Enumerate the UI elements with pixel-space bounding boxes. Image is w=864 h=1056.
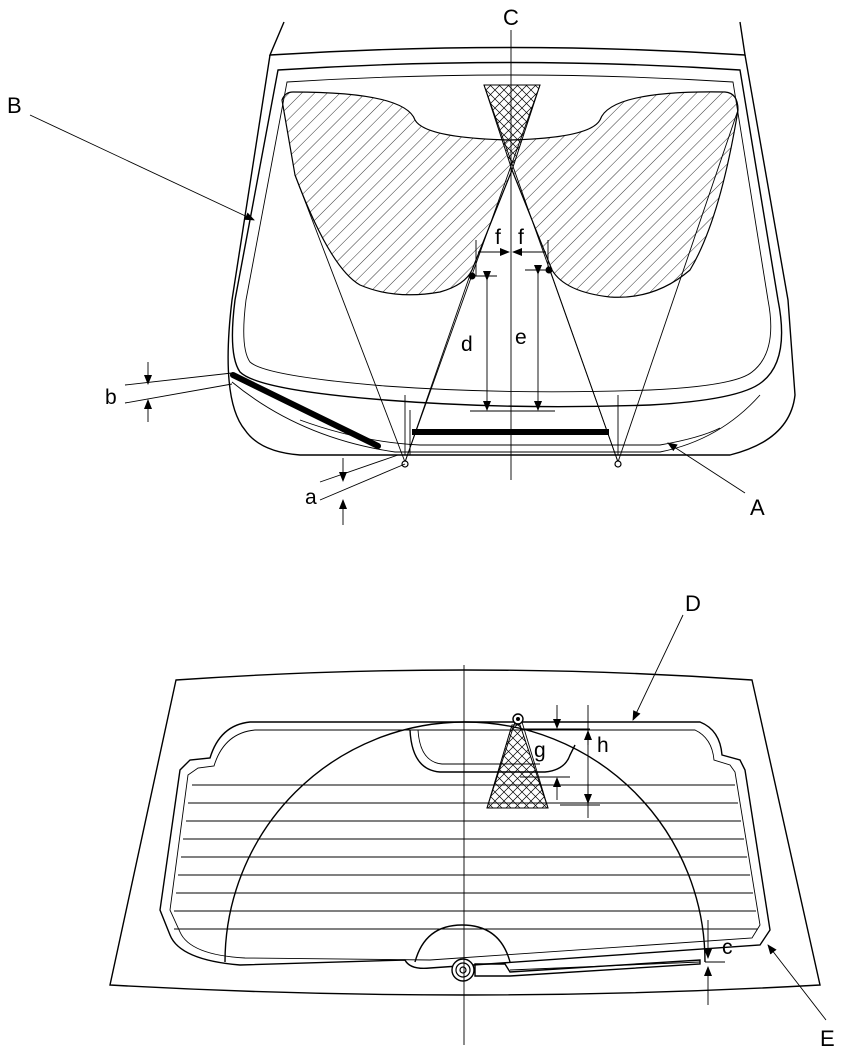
- dim-a-ext-top: [319, 454, 399, 483]
- dim-a-label: a: [305, 486, 317, 509]
- dim-d-label: d: [461, 333, 473, 356]
- rear-heater-frame-inner: [169, 729, 761, 961]
- dim-a-ext-bottom: [319, 463, 406, 501]
- rear-window-view: D E g h c: [109, 591, 835, 1051]
- front-body-outer: [227, 54, 796, 456]
- callout-e-leader: [767, 944, 827, 1021]
- dim-d-point: [468, 272, 476, 280]
- right-wiper-sweep-line-3: [483, 84, 619, 463]
- dim-f-left-label: f: [495, 226, 501, 249]
- washer-spray-left: [486, 721, 516, 809]
- rear-glass-outer: [109, 669, 821, 996]
- defroster-grid-lines: [174, 784, 758, 930]
- dim-f-right-label: f: [518, 226, 524, 249]
- dim-e-point: [545, 266, 553, 274]
- callout-b-leader: [29, 114, 255, 221]
- left-wiper-sweep-line-1: [294, 174, 406, 463]
- callout-d-label: D: [685, 591, 701, 616]
- windshield-glass-outline: [231, 61, 783, 408]
- rear-wiper-mount-bump: [414, 924, 511, 963]
- left-wiper-blade: [230, 372, 381, 449]
- dim-b-ext-bottom: [124, 383, 233, 404]
- callout-a-leader: [667, 442, 746, 494]
- right-wiper-sweep-line-1: [617, 109, 739, 463]
- rear-brake-light-inner: [417, 729, 540, 765]
- callout-e-label: E: [820, 1026, 835, 1051]
- dim-e-label: e: [515, 326, 527, 349]
- callout-a-label: A: [750, 495, 765, 520]
- rear-wiper-arm-detail: [509, 961, 701, 971]
- windshield-inner-edge: [243, 74, 772, 393]
- dim-h-label: h: [597, 734, 609, 757]
- dim-c-label: c: [722, 936, 733, 959]
- rear-heater-frame: [159, 721, 771, 970]
- callout-b-label: B: [7, 93, 22, 118]
- dim-b-label: b: [105, 386, 117, 409]
- rear-wiper-pivot-inner: [459, 966, 467, 974]
- rear-brake-light-housing: [409, 729, 576, 773]
- front-roof-outline: [268, 21, 746, 56]
- right-wiper-pivot: [614, 460, 622, 468]
- washer-spray-right: [521, 721, 549, 809]
- dim-b-ext-top: [124, 372, 233, 386]
- cowl-inner-line: [299, 419, 721, 446]
- rear-washer-nozzle-core: [516, 717, 520, 721]
- dim-g-label: g: [534, 739, 546, 762]
- callout-c-label: C: [503, 5, 519, 30]
- cowl-outline: [231, 381, 761, 453]
- front-windshield-view: C B A d e f f b a: [7, 5, 796, 525]
- washer-spray-zone: [486, 724, 549, 809]
- callout-d-leader: [632, 614, 684, 721]
- wipe-overlap-area: [483, 84, 541, 172]
- rear-wipe-arc: [224, 721, 706, 963]
- wipe-area-hatched: [281, 91, 739, 298]
